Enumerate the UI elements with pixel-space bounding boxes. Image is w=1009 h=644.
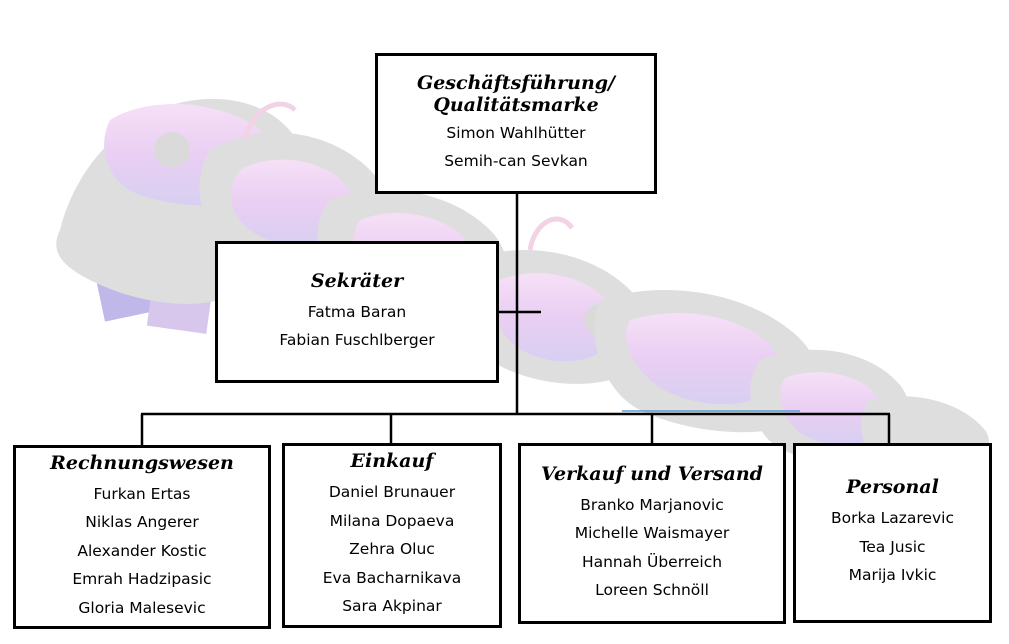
title-line-1: Geschäftsführung/: [416, 71, 615, 94]
member-name: Eva Bacharnikava: [322, 568, 462, 587]
org-box-rechnungswesen: Rechnungswesen Furkan Ertas Niklas Anger…: [13, 445, 271, 629]
member-list-rechnungswesen: Furkan Ertas Niklas Angerer Alexander Ko…: [72, 480, 211, 623]
box-title-sekraeter: Sekräter: [310, 269, 404, 292]
member-name: Michelle Waismayer: [574, 524, 730, 542]
member-name: Furkan Ertas: [93, 484, 191, 503]
member-name: Tea Jusic: [859, 537, 926, 556]
member-list-personal: Borka Lazarevic Tea Jusic Marija Ivkic: [831, 504, 954, 590]
member-list-einkauf: Daniel Brunauer Milana Dopaeva Zehra Olu…: [323, 478, 461, 621]
member-name: Loreen Schnöll: [595, 581, 709, 599]
box-title-rechnungswesen: Rechnungswesen: [50, 451, 234, 474]
member-name: Fatma Baran: [307, 302, 407, 321]
member-name: Simon Wahlhütter: [446, 123, 586, 142]
title-line-2: Qualitätsmarke: [433, 93, 599, 116]
member-name: Semih-can Sevkan: [444, 152, 588, 170]
box-title-personal: Personal: [846, 476, 939, 499]
member-name: Hannah Überreich: [581, 552, 723, 571]
box-title-verkauf-und-versand: Verkauf und Versand: [541, 462, 763, 485]
member-name: Emrah Hadzipasic: [72, 570, 212, 589]
member-name: Sara Akpinar: [342, 597, 442, 616]
member-name: Fabian Fuschlberger: [279, 331, 435, 349]
member-name: Alexander Kostic: [77, 541, 207, 560]
member-name: Zehra Oluc: [349, 540, 435, 559]
box-title-geschaeftsfuehrung: Geschäftsführung/ Qualitätsmarke: [417, 72, 615, 116]
member-name: Borka Lazarevic: [831, 509, 954, 528]
member-name: Niklas Angerer: [85, 513, 199, 532]
member-name: Gloria Malesevic: [78, 598, 206, 617]
org-box-verkauf-und-versand: Verkauf und Versand Branko Marjanovic Mi…: [518, 443, 786, 624]
member-list-verkauf-und-versand: Branko Marjanovic Michelle Waismayer Han…: [575, 491, 730, 605]
org-box-sekraeter: Sekräter Fatma Baran Fabian Fuschlberger: [215, 241, 499, 383]
box-title-einkauf: Einkauf: [350, 450, 434, 473]
member-name: Branko Marjanovic: [580, 495, 724, 514]
org-box-geschaeftsfuehrung: Geschäftsführung/ Qualitätsmarke Simon W…: [375, 53, 657, 194]
org-box-personal: Personal Borka Lazarevic Tea Jusic Marij…: [793, 443, 992, 623]
member-name: Milana Dopaeva: [329, 511, 455, 530]
member-list-geschaeftsfuehrung: Simon Wahlhütter Semih-can Sevkan: [444, 119, 588, 176]
member-name: Marija Ivkic: [848, 566, 937, 585]
member-name: Daniel Brunauer: [328, 483, 456, 502]
member-list-sekraeter: Fatma Baran Fabian Fuschlberger: [279, 298, 434, 355]
org-box-einkauf: Einkauf Daniel Brunauer Milana Dopaeva Z…: [282, 443, 502, 628]
